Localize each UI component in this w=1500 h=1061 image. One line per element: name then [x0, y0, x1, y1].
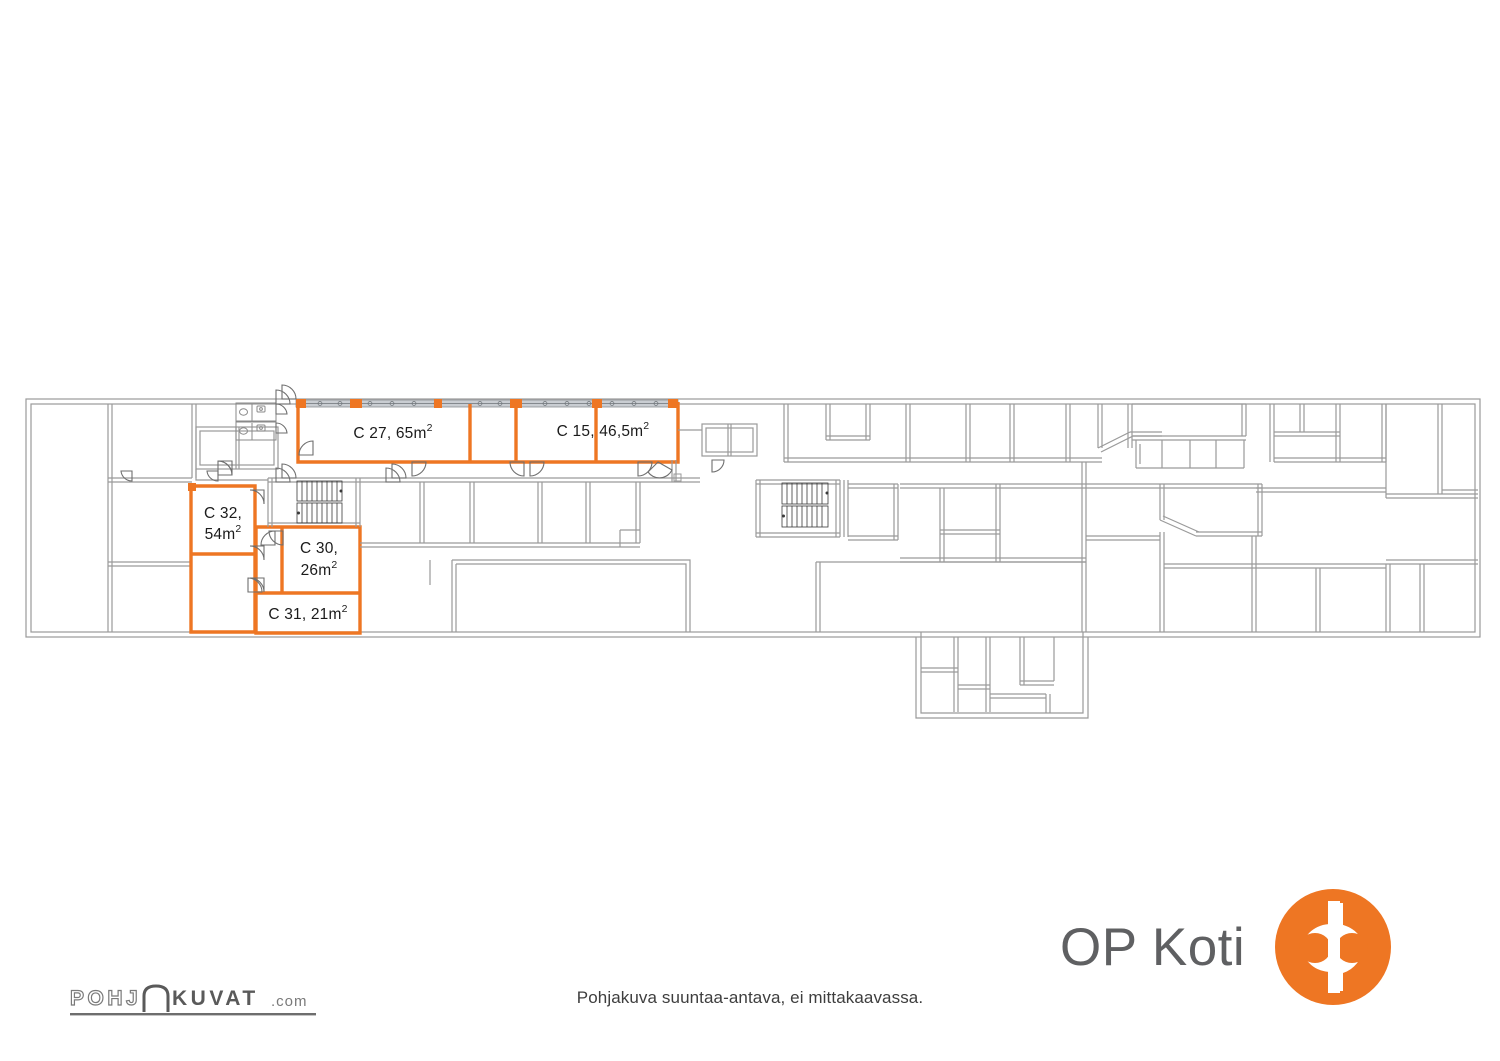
glazed-facade-top	[295, 399, 679, 408]
unit-labels: C 27, 65m2 C 15, 46,5m2 C 32, 54m2 C 30,…	[204, 420, 649, 623]
stairs-left-treads	[296, 480, 343, 524]
center-left-rooms	[360, 477, 641, 548]
highlight-corner-marker	[188, 483, 196, 491]
stairwell-left	[267, 477, 361, 527]
bathroom-fixtures	[235, 402, 277, 441]
label-c27: C 27, 65m2	[353, 422, 432, 442]
floorplan-container: C 27, 65m2 C 15, 46,5m2 C 32, 54m2 C 30,…	[25, 384, 1481, 719]
label-c30-line1: C 30,	[300, 540, 338, 557]
left-block-walls	[107, 404, 197, 632]
highlight-unit-c30-c31	[254, 525, 362, 635]
door-swings	[120, 384, 725, 593]
pohjakuvat-outline-text: POHJ	[70, 987, 141, 1010]
op-koti-wordmark: OP Koti	[1060, 917, 1246, 977]
center-right-rooms	[848, 462, 1263, 563]
lower-middle-rooms	[815, 487, 1386, 632]
label-c30-line2: 26m2	[301, 559, 338, 579]
building-outline	[25, 398, 1481, 719]
pohjakuvat-wordmark[interactable]: POHJ KUVAT .com	[68, 978, 330, 1024]
bottom-protrusion-rooms	[921, 637, 1055, 713]
disclaimer-caption: Pohjakuva suuntaa-antava, ei mittakaavas…	[576, 988, 924, 1007]
label-c32-line2: 54m2	[205, 523, 242, 543]
stairwell-center	[755, 479, 849, 538]
pohjakuvat-suffix-text: .com	[271, 993, 308, 1010]
op-roundel-icon	[1275, 889, 1392, 1005]
right-block-rooms	[1127, 403, 1478, 632]
upper-right-rooms	[783, 404, 1162, 463]
misc-fixtures	[429, 473, 682, 585]
center-large-room	[429, 559, 691, 632]
op-koti-logo: OP Koti	[1060, 888, 1420, 1006]
entry-right-rooms	[678, 423, 758, 457]
pohjakuvat-logo[interactable]: POHJ KUVAT .com	[68, 978, 330, 1024]
entry-rooms	[195, 426, 279, 481]
label-c31: C 31, 21m2	[268, 603, 347, 623]
pohjakuvat-bold-text: KUVAT	[172, 987, 259, 1010]
label-c15: C 15, 46,5m2	[557, 420, 650, 440]
highlight-unit-c27-c15	[296, 402, 680, 464]
label-c32-line1: C 32,	[204, 505, 242, 522]
pohjakuvat-underline	[70, 1013, 316, 1016]
floorplan-drawing: C 27, 65m2 C 15, 46,5m2 C 32, 54m2 C 30,…	[25, 384, 1481, 719]
pohjakuvat-roof-icon	[142, 984, 170, 1012]
stairs-center-treads	[781, 482, 829, 528]
